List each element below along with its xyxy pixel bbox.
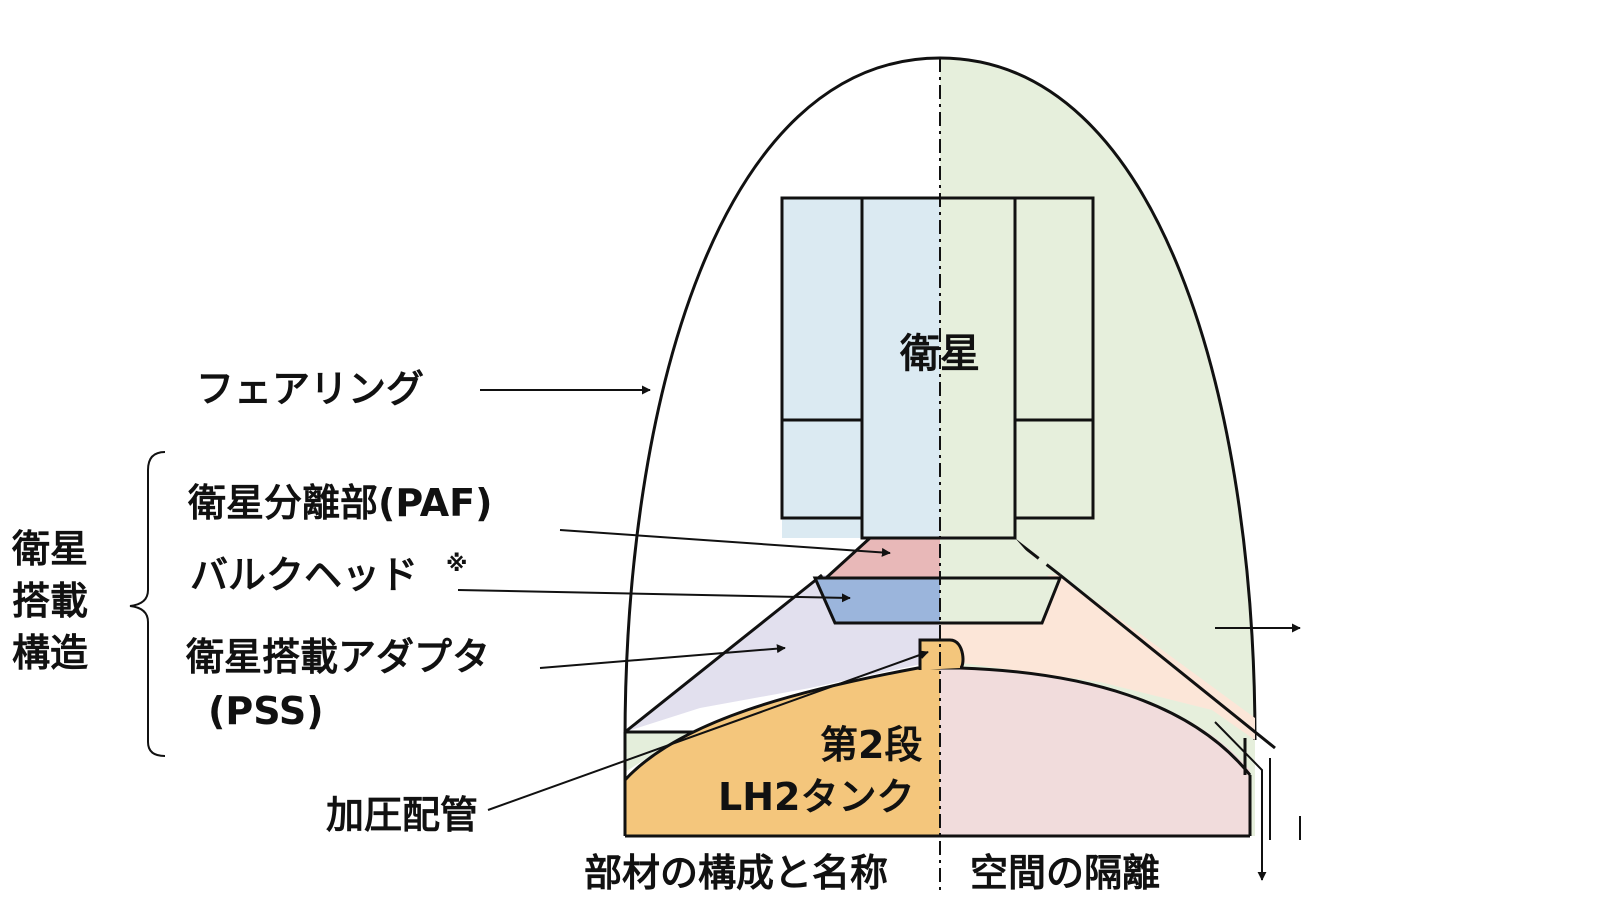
bulkhead-right (940, 578, 1060, 623)
fairing-label: フェアリング (196, 367, 425, 411)
pss-label-line1: 衛星搭載アダプタ (186, 635, 491, 679)
lower-corner-region (625, 732, 690, 772)
payload-structure-label-line2: 搭載 (12, 579, 89, 623)
satellite-core-left (862, 198, 940, 538)
pressurization-pipe (918, 638, 965, 670)
stage2-label-line1: 第2段 (820, 723, 923, 767)
bulkhead-label: バルクヘッド (190, 553, 419, 597)
bulkhead-note-mark: ※ (446, 552, 468, 577)
pressurization-line-label: 加圧配管 (326, 793, 479, 837)
payload-structure-brace (129, 451, 166, 757)
satellite-core-body (860, 196, 1017, 540)
pss-right-wall-upper (1014, 538, 1061, 577)
pss-right-wall (1059, 573, 1276, 750)
bulkhead-leader (457, 589, 851, 603)
bulkhead-left (815, 578, 940, 623)
space-isolation-caption: 空間の隔離 (970, 851, 1161, 895)
satellite-left-panel (782, 198, 862, 538)
paf-leader (559, 529, 891, 557)
satellite-core-right (940, 198, 1015, 538)
satellite-label: 衛星 (900, 331, 980, 377)
stage2-label-line2: LH2タンク (718, 775, 915, 819)
pss-label-line2: (PSS) (208, 689, 324, 733)
payload-structure-label-line3: 構造 (12, 631, 89, 675)
pss-leader (539, 644, 786, 669)
vent-duct (1214, 721, 1267, 881)
components-caption: 部材の構成と名称 (584, 851, 889, 895)
paf-right (940, 538, 1050, 578)
pressurization-leader (487, 650, 929, 811)
lh2-tank-left (625, 668, 940, 836)
payload-structure-label-line1: 衛星 (12, 527, 89, 571)
paf-left (826, 538, 940, 578)
lh2-tank-right (940, 668, 1250, 836)
satellite-right-panel (1015, 198, 1093, 538)
paf-label: 衛星分離部(PAF) (188, 481, 493, 525)
